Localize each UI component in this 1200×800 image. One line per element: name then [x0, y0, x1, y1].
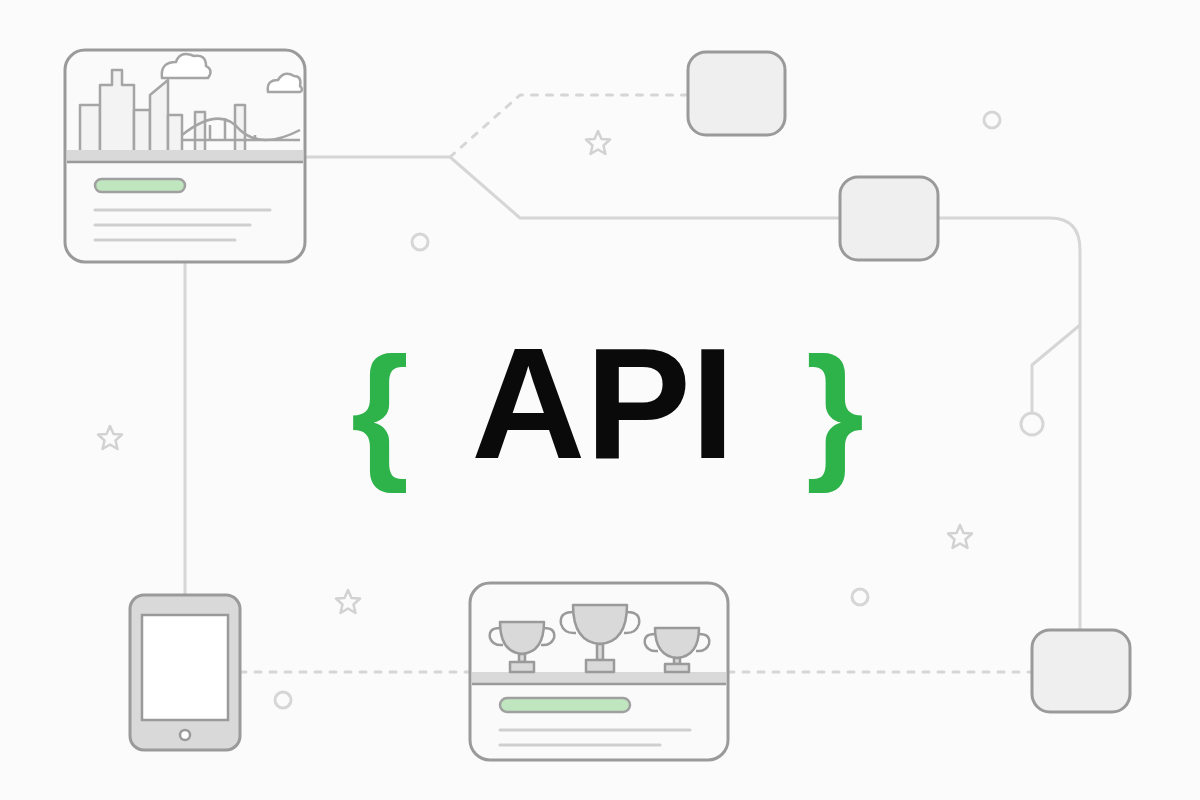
brace-open: {: [351, 335, 409, 485]
api-title: API: [471, 324, 734, 482]
brace-close: }: [806, 335, 864, 485]
